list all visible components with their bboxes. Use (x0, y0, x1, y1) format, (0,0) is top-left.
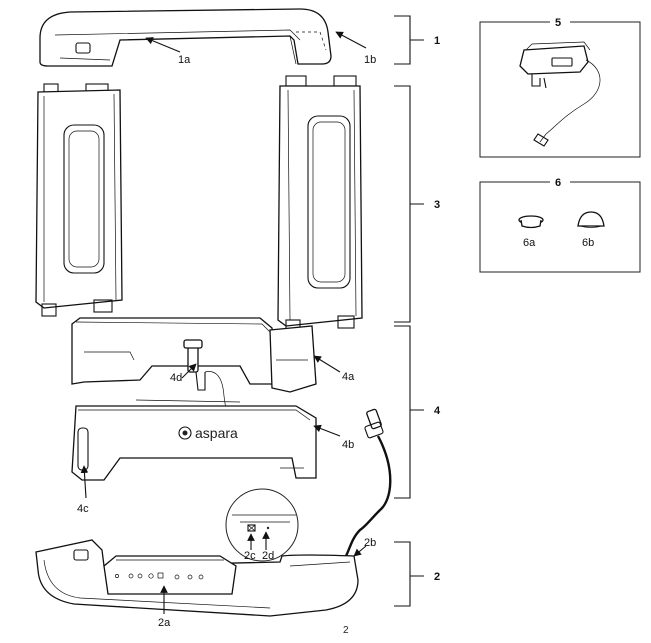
right-filter-panel (277, 75, 363, 333)
accessories-box (479, 176, 641, 273)
callout-4b: 4b (342, 439, 354, 451)
base-tray-part (35, 539, 359, 617)
top-hood-part (39, 8, 332, 67)
left-filter-panel (35, 83, 123, 317)
page-number: 2 (343, 625, 349, 636)
group-label-1: 1 (434, 35, 440, 47)
callout-2d: 2d (262, 550, 274, 562)
callout-6b: 6b (582, 237, 594, 249)
group-label-3: 3 (434, 199, 440, 211)
group-label-5: 5 (555, 17, 561, 29)
group-label-6: 6 (555, 177, 561, 189)
callout-1a: 1a (178, 54, 191, 66)
callout-6a: 6a (523, 237, 536, 249)
base-housing-part: aspara (71, 399, 317, 481)
callout-2b: 2b (364, 537, 376, 549)
group-label-2: 2 (434, 571, 440, 583)
callout-arrows (80, 31, 367, 614)
callout-1b: 1b (364, 54, 376, 66)
upper-frame-part (71, 317, 317, 411)
callout-4c: 4c (77, 503, 89, 515)
callout-4d: 4d (170, 372, 182, 384)
usb-cable (344, 408, 392, 557)
group-brackets (394, 15, 424, 607)
brand-logo-text: aspara (195, 425, 238, 441)
callout-2c: 2c (244, 550, 256, 562)
group-label-4: 4 (434, 405, 441, 417)
callout-4a: 4a (342, 371, 355, 383)
callout-2a: 2a (158, 617, 171, 629)
power-adapter-box (479, 16, 641, 158)
